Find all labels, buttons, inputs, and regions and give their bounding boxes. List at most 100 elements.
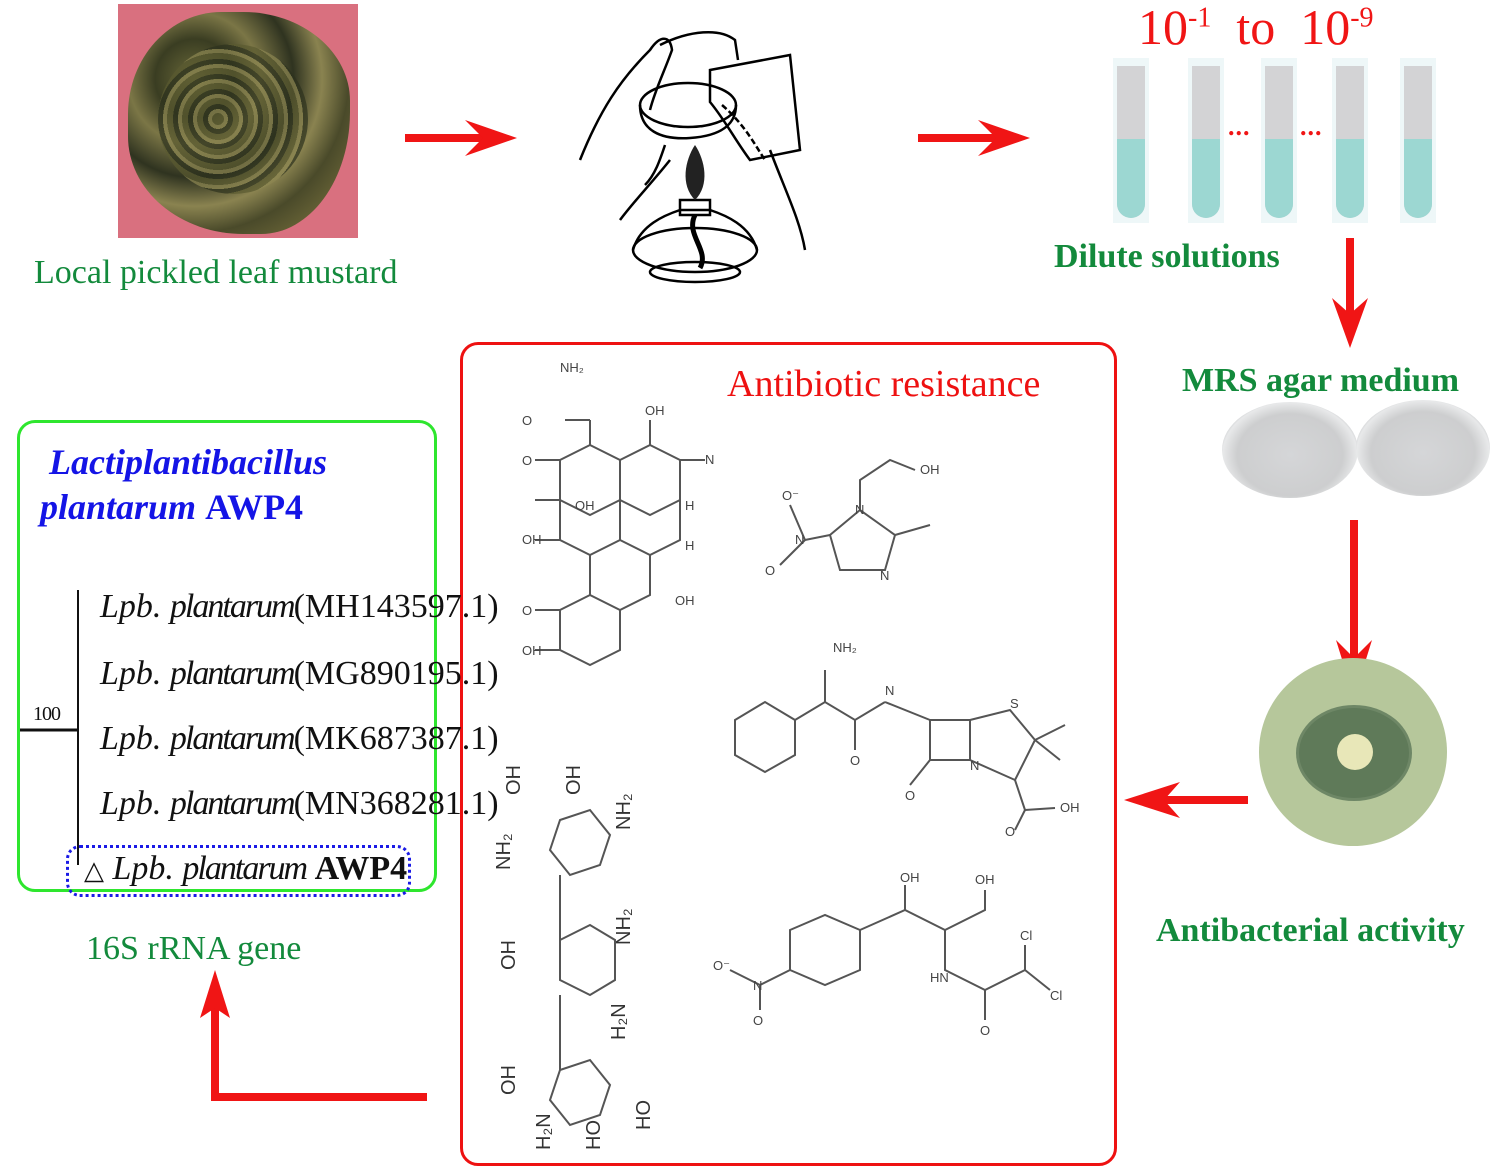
- dilution-from-exp: -1: [1188, 2, 1212, 34]
- tube-glass: [1404, 66, 1432, 218]
- svg-text:H: H: [685, 498, 694, 513]
- svg-text:N: N: [753, 978, 762, 993]
- tube-glass: [1117, 66, 1145, 218]
- svg-text:NH₂: NH₂: [833, 640, 857, 655]
- svg-text:NH₂: NH₂: [493, 833, 515, 870]
- arrow-left-icon: [1124, 782, 1248, 818]
- tube-glass: [1265, 66, 1293, 218]
- strain-species: plantarum: [40, 487, 197, 527]
- sample-label: Local pickled leaf mustard: [34, 254, 398, 291]
- arrow-right-icon: [918, 120, 1030, 156]
- svg-text:Cl: Cl: [1020, 928, 1032, 943]
- tree-leaf: Lpb. plantarum(MG890195.1): [100, 655, 499, 692]
- test-tube: [1400, 58, 1436, 223]
- svg-text:O: O: [980, 1023, 990, 1038]
- tree-leaf: Lpb. plantarum(MK687387.1): [100, 720, 499, 757]
- dilution-to-base: 10: [1300, 0, 1351, 55]
- pickled-mustard-photo: [118, 4, 358, 238]
- svg-text:N: N: [885, 683, 894, 698]
- arrow-down-icon: [1332, 238, 1368, 348]
- highlighted-strain-box: [66, 845, 411, 897]
- petri-dish: [1222, 402, 1358, 498]
- gene-label: 16S rRNA gene: [86, 930, 302, 967]
- ellipsis-dots: ...: [1300, 112, 1323, 141]
- svg-text:NH₂: NH₂: [560, 360, 584, 375]
- tube-glass: [1192, 66, 1220, 218]
- tube-liquid: [1117, 138, 1145, 218]
- dilute-label: Dilute solutions: [1054, 238, 1280, 275]
- tree-leaf: Lpb. plantarum(MH143597.1): [100, 588, 499, 625]
- inhibition-zone-plate: [1259, 658, 1447, 846]
- svg-text:OH: OH: [522, 643, 542, 658]
- svg-text:OH: OH: [575, 498, 595, 513]
- svg-text:OH: OH: [503, 765, 525, 795]
- tube-glass: [1336, 66, 1364, 218]
- arrow-right-icon: [405, 120, 517, 156]
- dilution-from-base: 10: [1138, 0, 1188, 55]
- svg-text:H₂N: H₂N: [608, 1003, 630, 1040]
- tree-leaf: Lpb. plantarum(MN368281.1): [100, 785, 499, 822]
- svg-text:S: S: [1010, 696, 1019, 711]
- svg-text:OH: OH: [522, 532, 542, 547]
- svg-text:OH: OH: [675, 593, 695, 608]
- svg-text:H: H: [685, 538, 694, 553]
- petri-dish: [1356, 400, 1490, 496]
- svg-text:O: O: [850, 753, 860, 768]
- kanamycin-structure: OH OH NH₂ NH₂ OH NH₂ H₂N OH H₂N HO HO: [493, 765, 655, 1150]
- strain-genus: Lactiplantibacillus: [49, 442, 328, 482]
- svg-text:Cl: Cl: [1050, 988, 1062, 1003]
- svg-text:H₂N: H₂N: [533, 1113, 555, 1150]
- svg-text:OH: OH: [975, 872, 995, 887]
- svg-text:HN: HN: [930, 970, 949, 985]
- phylogenetic-tree: [20, 590, 79, 865]
- svg-text:HO: HO: [583, 1120, 605, 1150]
- svg-text:OH: OH: [498, 1065, 520, 1095]
- svg-text:O⁻: O⁻: [782, 488, 799, 503]
- svg-text:OH: OH: [498, 940, 520, 970]
- dilution-to-word: to: [1236, 0, 1276, 55]
- test-tube: [1113, 58, 1149, 223]
- svg-text:OH: OH: [900, 870, 920, 885]
- svg-text:OH: OH: [1060, 800, 1080, 815]
- svg-text:N: N: [795, 532, 804, 547]
- svg-text:N: N: [855, 502, 864, 517]
- tube-liquid: [1404, 138, 1432, 218]
- dilution-range: 10-1 to 10-9: [1138, 0, 1374, 56]
- mustard-texture: [158, 44, 308, 194]
- svg-text:O⁻: O⁻: [713, 958, 730, 973]
- svg-text:O: O: [753, 1013, 763, 1028]
- antibiotic-title: Antibiotic resistance: [727, 363, 1041, 405]
- svg-text:O: O: [905, 788, 915, 803]
- tube-liquid: [1336, 138, 1364, 218]
- tube-liquid: [1265, 138, 1293, 218]
- arrow-up-elbow-icon: [200, 970, 427, 1101]
- svg-text:NH₂: NH₂: [613, 908, 635, 945]
- tube-liquid: [1192, 138, 1220, 218]
- svg-text:O: O: [522, 413, 532, 428]
- strain-id: AWP4: [205, 487, 304, 527]
- svg-text:N: N: [705, 452, 714, 467]
- svg-text:OH: OH: [920, 462, 940, 477]
- svg-text:O: O: [765, 563, 775, 578]
- test-tube: [1332, 58, 1368, 223]
- triangle-icon: △: [84, 856, 104, 885]
- bootstrap-value: 100: [33, 703, 61, 725]
- test-tube: [1188, 58, 1224, 223]
- svg-text:NH₂: NH₂: [613, 793, 635, 830]
- medium-label: MRS agar medium: [1182, 362, 1460, 399]
- svg-text:O: O: [1005, 824, 1015, 839]
- antibiotic-resistance-panel: [460, 342, 1117, 1166]
- svg-text:O: O: [522, 603, 532, 618]
- highlighted-strain: △ Lpb. plantarum AWP4: [84, 850, 408, 887]
- activity-label: Antibacterial activity: [1156, 912, 1465, 949]
- svg-text:O: O: [522, 453, 532, 468]
- svg-text:HO: HO: [633, 1100, 655, 1130]
- well-disk: [1337, 734, 1373, 770]
- strain-identification-panel: [17, 420, 437, 892]
- ellipsis-dots: ...: [1228, 112, 1251, 141]
- svg-text:N: N: [970, 758, 979, 773]
- test-tube: [1261, 58, 1297, 223]
